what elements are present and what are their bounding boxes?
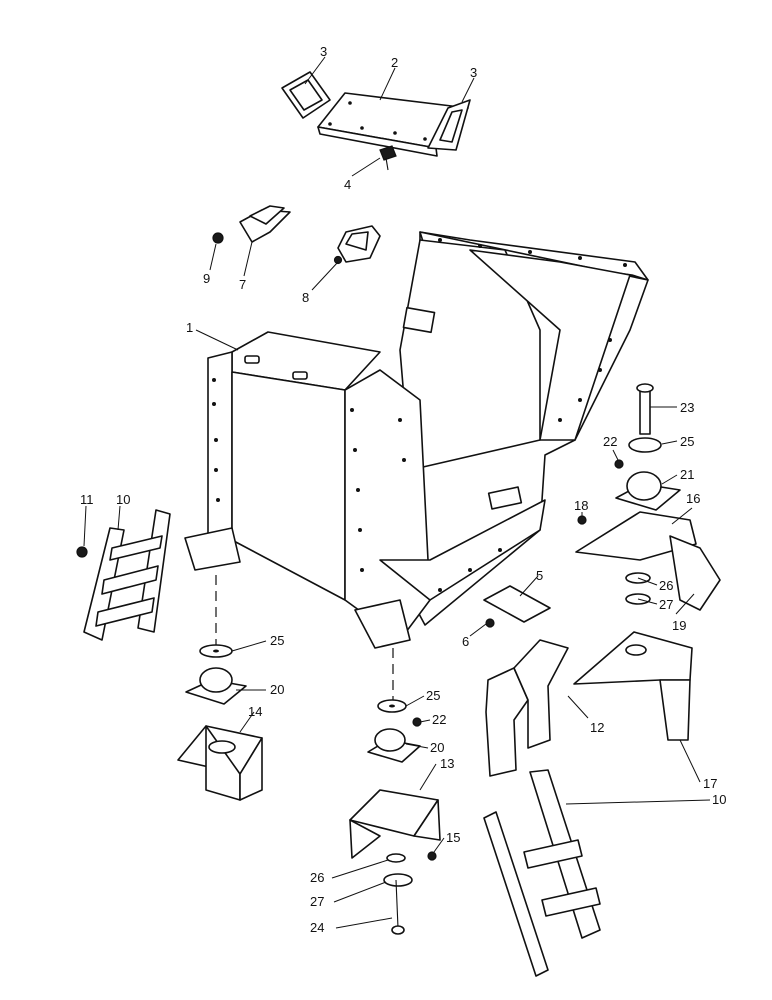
callout-label: 17 [703, 776, 717, 791]
callout-label: 8 [302, 290, 309, 305]
right-mount-stack [575, 383, 721, 611]
callout-label: 24 [310, 920, 324, 935]
callout-label: 5 [536, 568, 543, 583]
callout-label: 25 [270, 633, 284, 648]
callout-label: 7 [239, 277, 246, 292]
callout-label: 20 [430, 740, 444, 755]
small-plate [483, 585, 551, 628]
callout-label: 20 [270, 682, 284, 697]
step-ladder-right [483, 769, 601, 977]
callout-label: 6 [462, 634, 469, 649]
callout-label: 10 [712, 792, 726, 807]
callout-label: 22 [432, 712, 446, 727]
cross-plate-assembly [281, 71, 471, 171]
callout-label: 3 [320, 44, 327, 59]
callout-label: 26 [310, 870, 324, 885]
callout-label: 18 [574, 498, 588, 513]
chassis-frame [184, 231, 649, 649]
callout-label: 4 [344, 177, 351, 192]
callout-label: 13 [440, 756, 454, 771]
callout-label: 26 [659, 578, 673, 593]
step-ladder-left [76, 509, 171, 641]
callout-label: 2 [391, 55, 398, 70]
callout-label: 27 [659, 597, 673, 612]
callout-labels: 3 2 3 4 9 7 8 1 11 10 23 22 25 21 18 16 … [80, 44, 726, 935]
left-mount-stack [177, 575, 263, 801]
callout-label: 15 [446, 830, 460, 845]
callout-label: 25 [426, 688, 440, 703]
callout-label: 14 [248, 704, 262, 719]
callout-label: 11 [80, 492, 94, 507]
center-mount-stack [349, 648, 441, 935]
handle-brackets [212, 205, 381, 265]
callout-label: 22 [603, 434, 617, 449]
leader-lines [83, 56, 711, 929]
callout-label: 1 [186, 320, 193, 335]
side-brackets [485, 631, 693, 777]
callout-label: 3 [470, 65, 477, 80]
callout-label: 9 [203, 271, 210, 286]
callout-label: 12 [590, 720, 604, 735]
callout-label: 27 [310, 894, 324, 909]
callout-label: 19 [672, 618, 686, 633]
callout-label: 16 [686, 491, 700, 506]
callout-label: 10 [116, 492, 130, 507]
callout-label: 21 [680, 467, 694, 482]
callout-label: 23 [680, 400, 694, 415]
callout-label: 25 [680, 434, 694, 449]
